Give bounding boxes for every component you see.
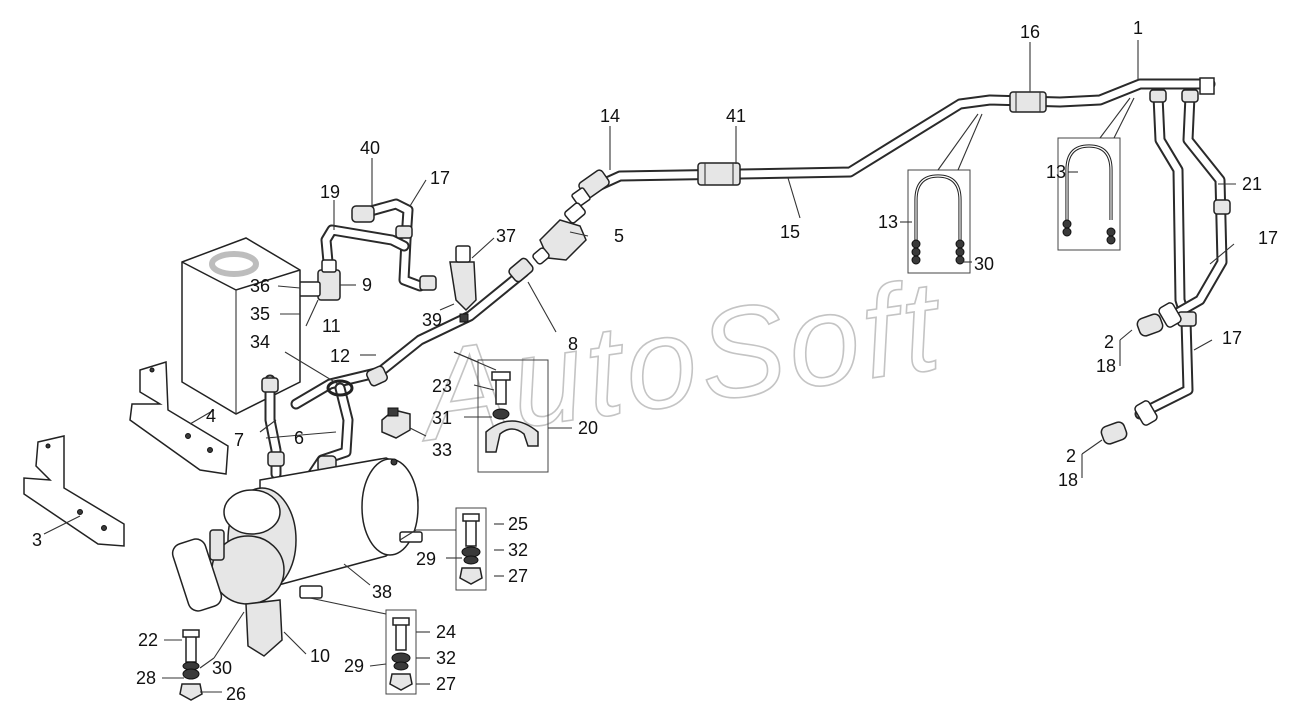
callout-4: 4 <box>206 406 216 426</box>
callout-18-lower: 18 <box>1058 470 1078 490</box>
callout-25: 25 <box>508 514 528 534</box>
pipe-coupling-16 <box>1009 91 1047 113</box>
callout-22: 22 <box>138 630 158 650</box>
callout-24: 24 <box>436 622 456 642</box>
callout-27-upper: 27 <box>508 566 528 586</box>
callout-16: 16 <box>1020 22 1040 42</box>
callout-33: 33 <box>432 440 452 460</box>
hose-8 <box>290 257 534 410</box>
valve-37 <box>449 245 477 323</box>
u-bolt-assembly-left <box>907 169 971 274</box>
hose-7 <box>261 374 285 480</box>
callout-39: 39 <box>422 310 442 330</box>
callout-23: 23 <box>432 376 452 396</box>
callout-11: 11 <box>322 316 341 336</box>
callout-labels: 1 16 41 14 15 13 13 30 21 17 17 17 2 18 … <box>32 18 1278 704</box>
callout-13-left: 13 <box>878 212 898 232</box>
callout-31: 31 <box>432 408 452 428</box>
main-exhaust-pipe <box>592 77 1216 192</box>
bolt-assembly-left <box>179 629 203 701</box>
tee-fitting-9 <box>295 259 341 301</box>
callout-12: 12 <box>330 346 350 366</box>
callout-2-upper: 2 <box>1104 332 1114 352</box>
callout-17-right-bottom: 17 <box>1222 328 1242 348</box>
callout-30-lower: 30 <box>212 658 232 678</box>
bracket-4 <box>129 360 229 475</box>
callout-38: 38 <box>372 582 392 602</box>
callout-15: 15 <box>780 222 800 242</box>
bolt-assembly-upper <box>455 507 487 591</box>
callout-10: 10 <box>310 646 330 666</box>
callout-34: 34 <box>250 332 270 352</box>
callout-28: 28 <box>136 668 156 688</box>
callout-32-upper: 32 <box>508 540 528 560</box>
callout-20: 20 <box>578 418 598 438</box>
hose-loop-40-19 <box>320 198 437 292</box>
callout-27-lower: 27 <box>436 674 456 694</box>
callout-2-lower: 2 <box>1066 446 1076 466</box>
callout-14: 14 <box>600 106 620 126</box>
callout-29-upper: 29 <box>416 549 436 569</box>
callout-8: 8 <box>568 334 578 354</box>
callout-1: 1 <box>1133 18 1143 38</box>
callout-29-lower: 29 <box>344 656 364 676</box>
pipe-fitting-14 <box>571 169 610 207</box>
pipe-coupling-41 <box>697 162 741 186</box>
callout-40: 40 <box>360 138 380 158</box>
bracket-3 <box>23 435 125 547</box>
callout-37: 37 <box>496 226 516 246</box>
callout-18-upper: 18 <box>1096 356 1116 376</box>
callout-6: 6 <box>294 428 304 448</box>
heater-38 <box>171 457 423 657</box>
callout-36: 36 <box>250 276 270 296</box>
callout-26: 26 <box>226 684 246 704</box>
connector-5 <box>532 202 587 265</box>
callout-35: 35 <box>250 304 270 324</box>
clamp-assembly <box>477 359 549 473</box>
callout-5: 5 <box>614 226 624 246</box>
callout-13-right: 13 <box>1046 162 1066 182</box>
bolt-assembly-lower <box>385 609 417 695</box>
callout-41: 41 <box>726 106 746 126</box>
callout-17-right-top: 17 <box>1258 228 1278 248</box>
callout-19: 19 <box>320 182 340 202</box>
callout-3: 3 <box>32 530 42 550</box>
leader-lines <box>43 40 1236 693</box>
callout-30-upper: 30 <box>974 254 994 274</box>
u-bolt-assembly-right <box>1057 137 1121 251</box>
tank-36 <box>181 237 301 415</box>
callout-21: 21 <box>1242 174 1262 194</box>
callout-17-upper-left: 17 <box>430 168 450 188</box>
plug-33 <box>381 407 411 439</box>
callout-9: 9 <box>362 275 372 295</box>
callout-7: 7 <box>234 430 244 450</box>
callout-32-lower: 32 <box>436 648 456 668</box>
right-hoses <box>1100 89 1231 445</box>
